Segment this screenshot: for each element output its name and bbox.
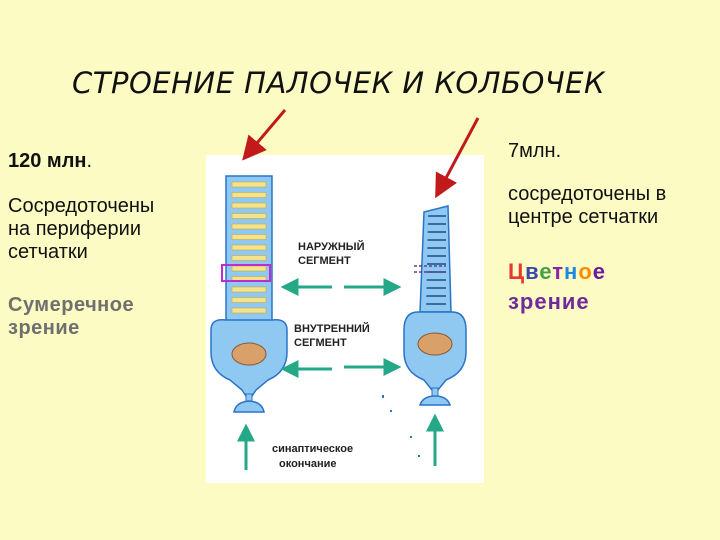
- rod-disk: [231, 234, 267, 240]
- rod-disk: [231, 192, 267, 198]
- cone-location-line: центре сетчатки: [508, 206, 659, 228]
- page-title: СТРОЕНИЕ ПАЛОЧЕК И КОЛБОЧЕК: [72, 66, 606, 100]
- cone-vision: Цветное зрение: [508, 257, 606, 317]
- color-letter: н: [564, 259, 579, 284]
- inner-segment-label: ВНУТРЕННИЙ: [294, 322, 370, 335]
- rod-disk: [231, 286, 267, 293]
- color-letter: т: [552, 259, 565, 284]
- rod-cell: [210, 175, 288, 413]
- rod-disk: [231, 307, 267, 314]
- rod-location: Сосредоточены на периферии сетчатки: [8, 195, 154, 264]
- outer-segment-label: НАРУЖНЫЙ: [298, 240, 365, 253]
- rod-nucleus: [231, 342, 267, 366]
- rod-location-line: сетчатки: [8, 241, 88, 263]
- rod-disk: [231, 297, 267, 303]
- cone-nucleus: [417, 332, 453, 356]
- scatter-marks: [382, 395, 420, 457]
- color-vision-word: Цветное: [508, 257, 606, 287]
- cone-synaptic-terminal: [418, 395, 452, 406]
- synaptic-label: синаптическое: [272, 443, 353, 455]
- rod-disk: [231, 213, 267, 219]
- cone-count: 7млн.: [508, 140, 562, 162]
- rod-synaptic-terminal: [233, 400, 265, 413]
- rod-location-line: на периферии: [8, 218, 142, 240]
- rod-count: 120 млн.: [8, 150, 93, 172]
- cone-cell: [403, 205, 467, 406]
- rod-location-line: Сосредоточены: [8, 195, 155, 217]
- color-letter: в: [525, 259, 540, 284]
- synaptic-label: окончание: [279, 458, 336, 470]
- vision-word: зрение: [508, 289, 590, 314]
- cone-location: сосредоточены в центре сетчатки: [508, 183, 666, 229]
- rod-vision-line: зрение: [8, 317, 80, 339]
- cone-location-line: сосредоточены в: [508, 183, 667, 205]
- outer-segment-label: СЕГМЕНТ: [298, 255, 351, 267]
- rod-disk: [231, 223, 267, 230]
- rod-disk: [231, 265, 267, 272]
- cone-disks: [426, 215, 446, 305]
- rod-highlight-box: [221, 264, 271, 282]
- inner-segment-label: СЕГМЕНТ: [294, 337, 347, 349]
- color-letter: о: [578, 259, 593, 284]
- rod-disk: [231, 202, 267, 209]
- rod-vision: Сумеречное зрение: [8, 294, 134, 340]
- color-letter: Ц: [508, 259, 526, 284]
- color-letter: е: [592, 259, 607, 284]
- color-letter: е: [539, 259, 553, 284]
- red-arrow-rod: [242, 109, 287, 161]
- rod-disks: [231, 181, 267, 314]
- rod-disk: [231, 181, 267, 188]
- rod-disk: [231, 244, 267, 251]
- rod-vision-line: Сумеречное: [8, 294, 135, 316]
- rod-disk: [231, 255, 267, 261]
- red-arrow-cone: [435, 117, 480, 199]
